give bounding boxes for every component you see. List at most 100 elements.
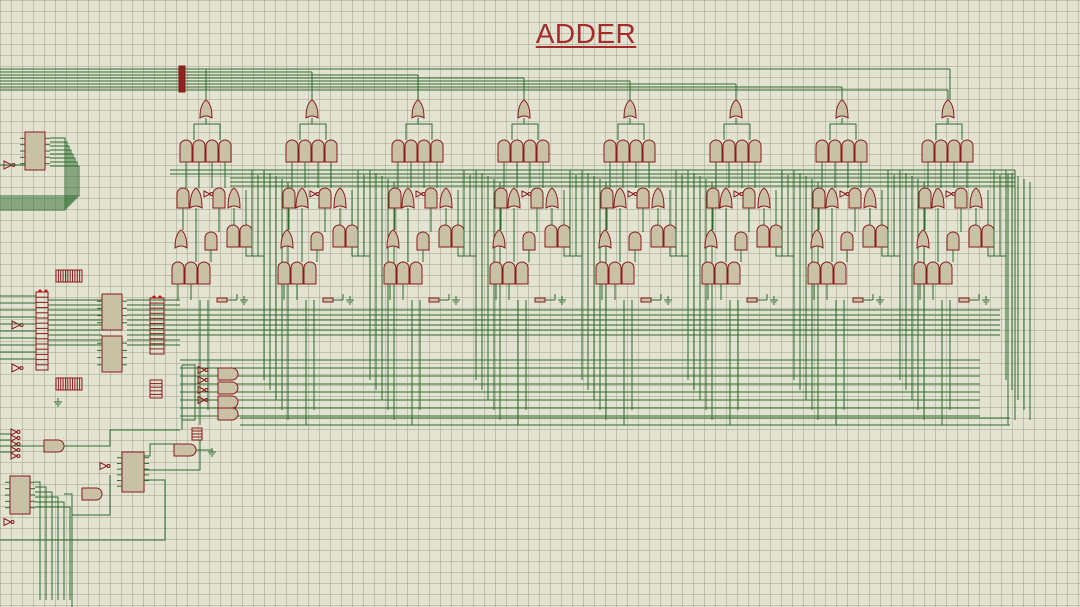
and-gate-icon: [318, 187, 332, 209]
not-gate-icon: [16, 454, 21, 458]
or-gate-icon: [333, 187, 347, 209]
and-gate-icon: [727, 261, 741, 285]
and-gate-icon: [628, 231, 642, 251]
or-gate-icon: [757, 187, 771, 209]
bus-connector-icon: [149, 297, 165, 355]
and-gate-icon: [812, 187, 826, 209]
and-gate-icon: [282, 187, 296, 209]
and-gate-icon: [388, 187, 402, 209]
bus-connector-icon: [44, 289, 48, 293]
and-gate-icon: [217, 367, 239, 381]
wire: [669, 247, 688, 257]
or-gate-icon: [863, 187, 877, 209]
and-gate-icon: [636, 187, 650, 209]
and-gate-icon: [217, 381, 239, 395]
or-gate-icon: [305, 99, 319, 119]
or-gate-icon: [719, 187, 733, 209]
and-gate-icon: [173, 443, 197, 457]
and-gate-icon: [497, 139, 511, 163]
and-gate-icon: [854, 139, 868, 163]
and-gate-icon: [522, 231, 536, 251]
wire: [418, 123, 433, 140]
and-gate-icon: [404, 139, 418, 163]
and-gate-icon: [451, 224, 465, 248]
and-gate-icon: [815, 139, 829, 163]
and-gate-icon: [277, 261, 291, 285]
not-gate-icon: [10, 428, 19, 436]
resistor-icon: [640, 297, 652, 303]
and-gate-icon: [494, 187, 508, 209]
ground-icon: [558, 299, 566, 305]
and-gate-icon: [205, 139, 219, 163]
wire: [35, 481, 41, 600]
wire: [35, 496, 59, 600]
wire: [881, 247, 900, 257]
and-gate-icon: [324, 139, 338, 163]
or-gate-icon: [411, 99, 425, 119]
and-gate-icon: [515, 261, 529, 285]
or-gate-icon: [810, 229, 824, 249]
and-gate-icon: [981, 224, 995, 248]
not-gate-icon: [733, 190, 742, 198]
or-gate-icon: [439, 187, 453, 209]
ground-icon: [770, 299, 778, 305]
and-gate-icon: [197, 261, 211, 285]
not-gate-icon: [10, 520, 15, 524]
not-gate-icon: [11, 320, 22, 330]
and-gate-icon: [841, 139, 855, 163]
wire: [987, 247, 1006, 257]
and-gate-icon: [734, 231, 748, 251]
and-gate-icon: [212, 187, 226, 209]
wire: [64, 429, 180, 447]
bus-connector-icon: [152, 295, 156, 299]
wire: [245, 247, 264, 257]
or-gate-icon: [507, 187, 521, 209]
or-gate-icon: [199, 99, 213, 119]
or-gate-icon: [613, 187, 627, 209]
not-gate-icon: [415, 190, 424, 198]
and-gate-icon: [396, 261, 410, 285]
and-gate-icon: [391, 139, 405, 163]
and-gate-icon: [913, 261, 927, 285]
not-gate-icon: [945, 190, 954, 198]
wire: [299, 118, 313, 140]
and-gate-icon: [603, 139, 617, 163]
wire: [723, 118, 737, 140]
and-gate-icon: [416, 231, 430, 251]
and-gate-icon: [383, 261, 397, 285]
or-gate-icon: [295, 187, 309, 209]
and-gate-icon: [217, 395, 239, 409]
and-gate-icon: [735, 139, 749, 163]
bus-connector-icon: [149, 379, 163, 399]
wire: [312, 123, 327, 140]
and-gate-icon: [285, 139, 299, 163]
and-gate-icon: [947, 139, 961, 163]
and-gate-icon: [621, 261, 635, 285]
and-gate-icon: [81, 487, 103, 501]
not-gate-icon: [197, 375, 207, 385]
not-gate-icon: [204, 388, 209, 392]
wire: [35, 506, 71, 600]
and-gate-icon: [748, 139, 762, 163]
and-gate-icon: [875, 224, 889, 248]
ground-icon: [664, 299, 672, 305]
wire: [775, 247, 794, 257]
wire: [935, 118, 949, 140]
not-gate-icon: [10, 446, 19, 454]
bus-connector-icon: [158, 295, 162, 299]
resistor-icon: [852, 297, 864, 303]
and-gate-icon: [722, 139, 736, 163]
and-gate-icon: [192, 139, 206, 163]
wire: [0, 137, 66, 211]
wire: [182, 364, 196, 421]
and-gate-icon: [954, 187, 968, 209]
or-gate-icon: [825, 187, 839, 209]
wire: [0, 145, 70, 207]
and-gate-icon: [756, 224, 770, 248]
and-gate-icon: [417, 139, 431, 163]
or-gate-icon: [386, 229, 400, 249]
and-gate-icon: [557, 224, 571, 248]
and-gate-icon: [424, 187, 438, 209]
and-gate-icon: [176, 187, 190, 209]
